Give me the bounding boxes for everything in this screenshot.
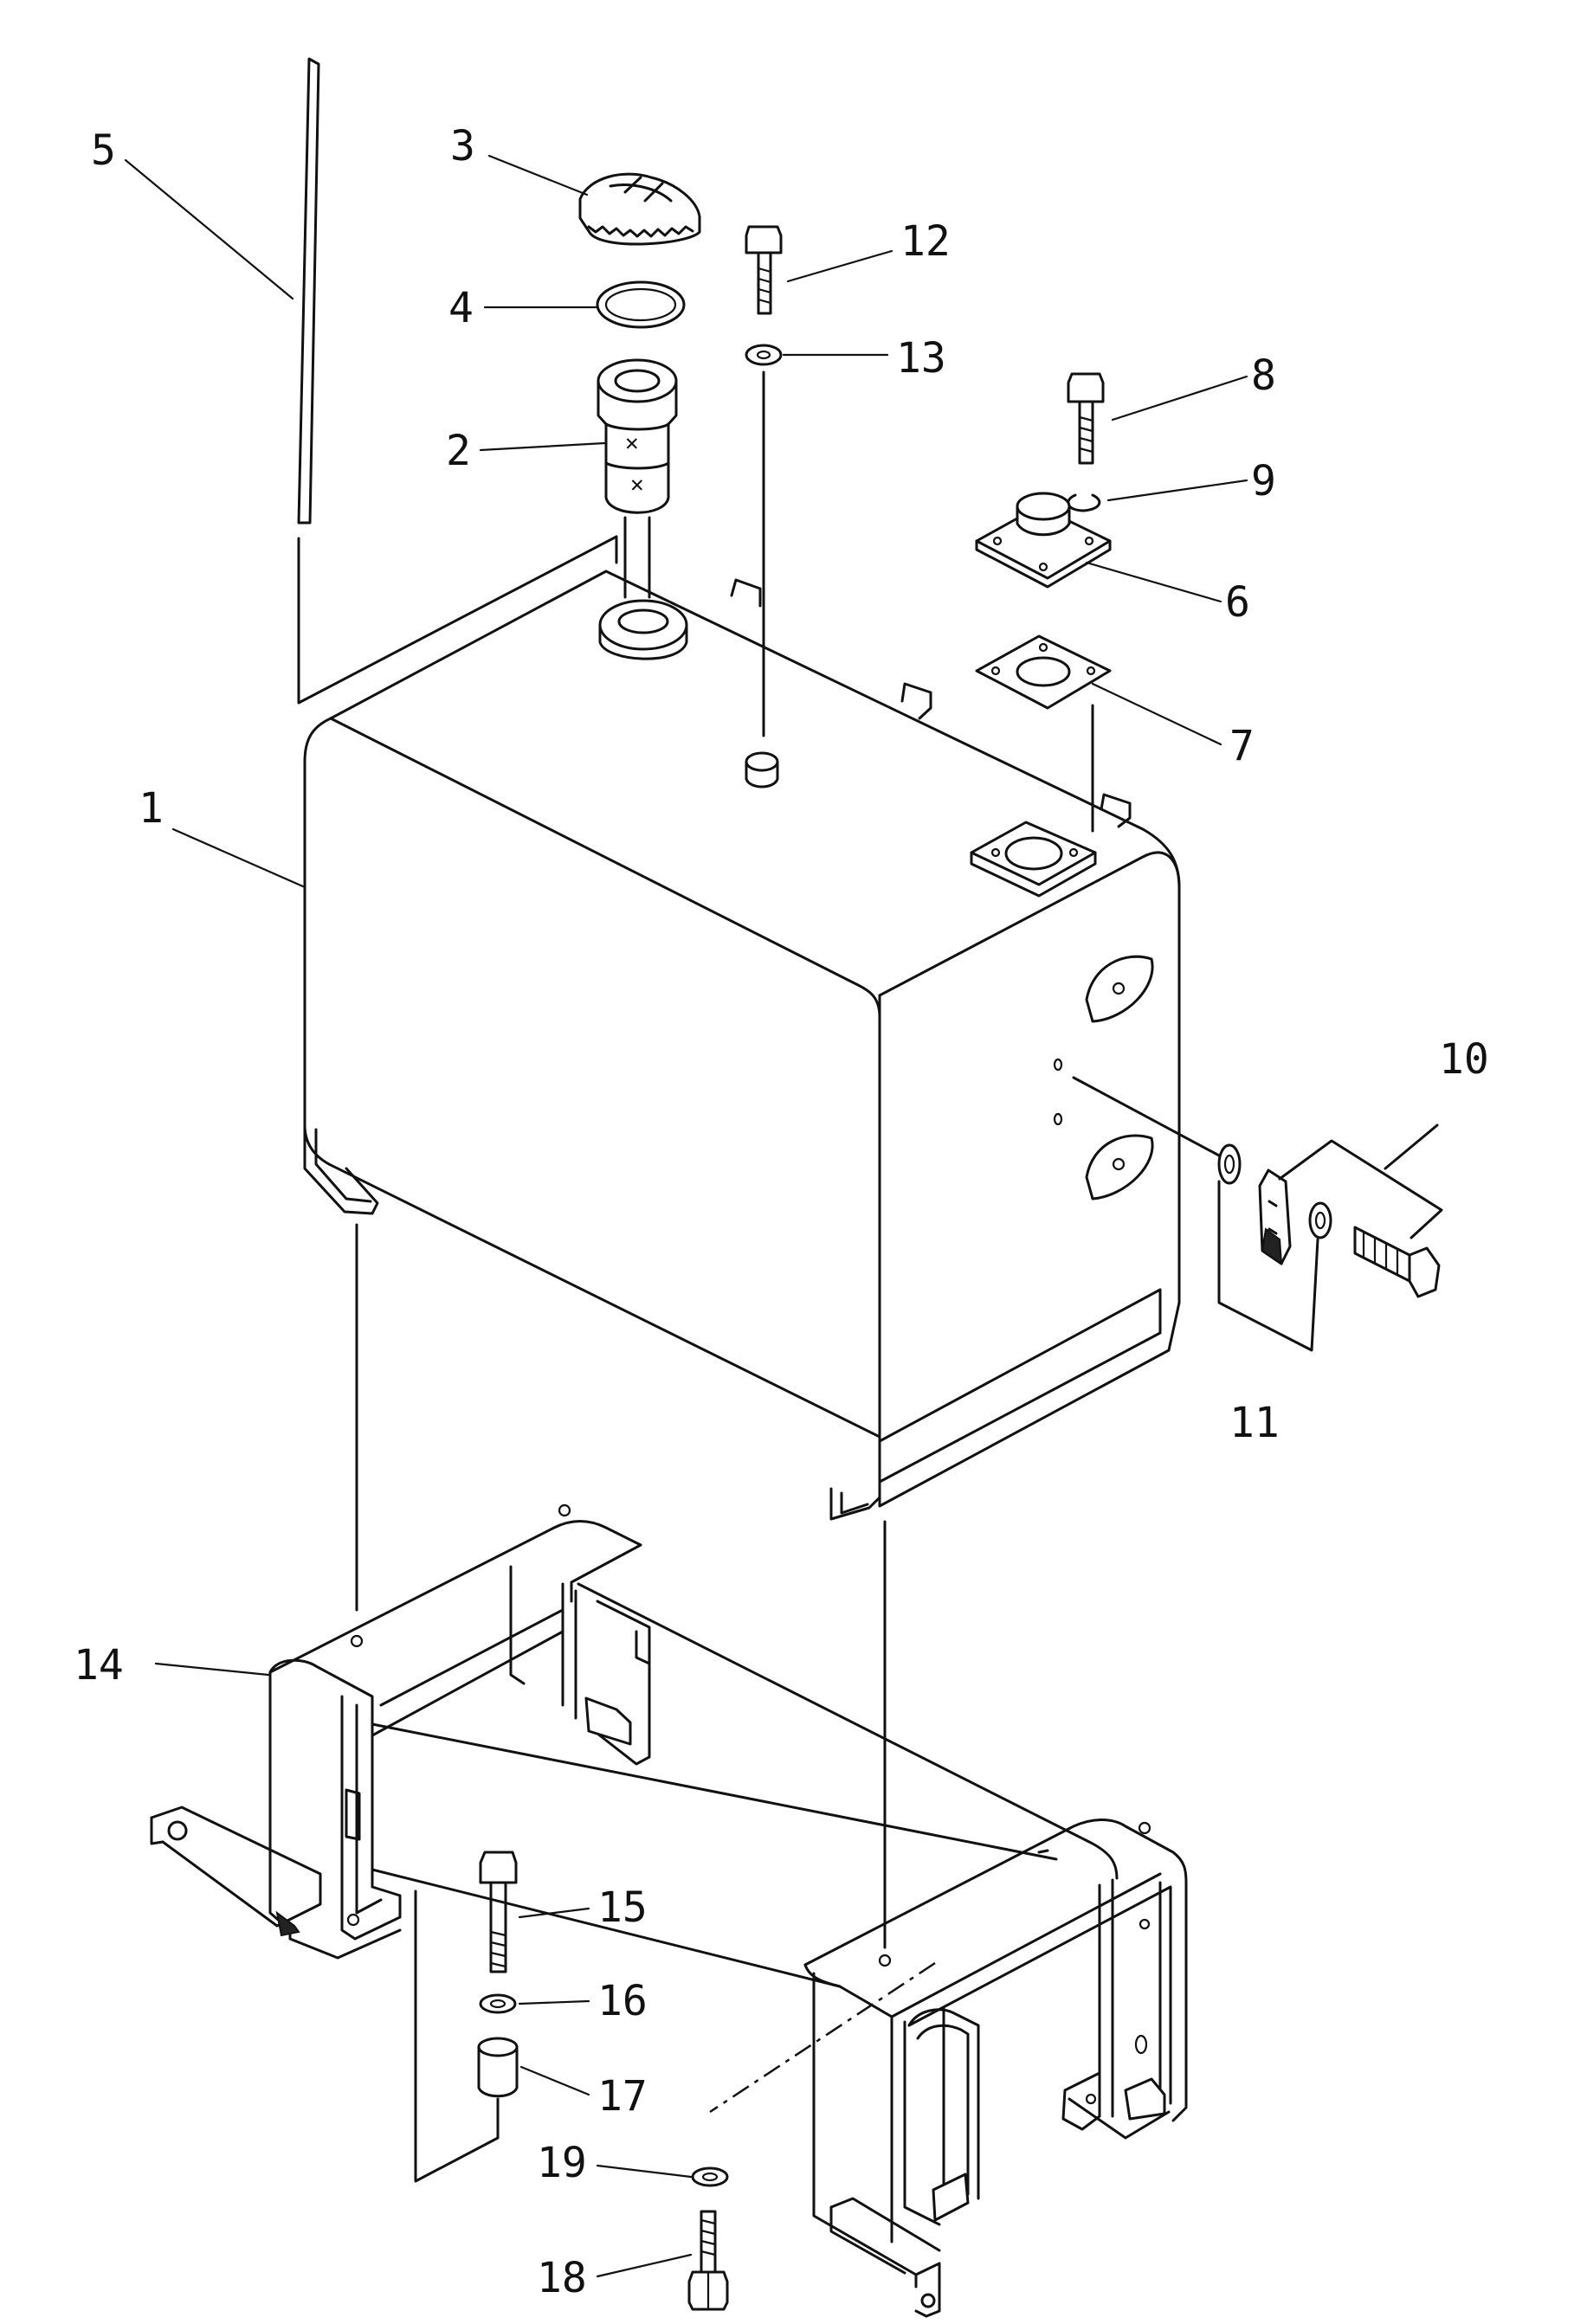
callout-16: 16 <box>597 1977 648 2025</box>
callout-14: 14 <box>74 1641 124 1690</box>
svg-text:✕: ✕ <box>630 472 644 498</box>
part-14-frame <box>150 1503 1188 2318</box>
part-11-bracket-line <box>1217 1180 1319 1352</box>
callout-13: 13 <box>896 334 946 383</box>
part-6-cover <box>975 492 1112 589</box>
part-19-washer <box>691 2166 729 2187</box>
leader-lines <box>124 154 1248 2278</box>
part-12-bolt <box>745 225 783 315</box>
part-10-bracket-line <box>1278 1139 1443 1239</box>
callouts: 5 3 4 2 1 12 13 8 9 6 7 10 11 14 15 16 1… <box>74 122 1489 2302</box>
part-10-clamp-assembly <box>1072 1076 1441 1298</box>
callout-4: 4 <box>448 284 474 332</box>
callout-15: 15 <box>597 1883 648 1932</box>
part-15-bolt <box>479 1851 518 1973</box>
callout-5: 5 <box>91 126 116 175</box>
part-10-leader <box>1384 1123 1439 1170</box>
part-8-bolt <box>1067 372 1105 465</box>
callout-8: 8 <box>1251 351 1276 400</box>
callout-17: 17 <box>597 2072 648 2121</box>
svg-text:✕: ✕ <box>625 430 639 456</box>
callout-6: 6 <box>1225 578 1250 627</box>
part-4-o-ring <box>596 280 686 329</box>
part-17-spacer <box>477 2037 519 2098</box>
callout-3: 3 <box>450 122 475 171</box>
callout-9: 9 <box>1251 457 1276 505</box>
callout-1: 1 <box>139 784 164 833</box>
callout-2: 2 <box>446 427 471 475</box>
callout-18: 18 <box>537 2254 587 2302</box>
callout-11: 11 <box>1229 1399 1280 1447</box>
callout-10: 10 <box>1439 1035 1489 1084</box>
part-16-washer <box>479 1993 517 2014</box>
callout-19: 19 <box>537 2139 587 2187</box>
part-5-gauge-rod <box>297 57 618 705</box>
bracket-15-17 <box>414 1889 500 2183</box>
callout-7: 7 <box>1229 722 1255 770</box>
part-3-cap <box>578 172 701 246</box>
part-2-filler-neck: ✕ ✕ <box>597 358 678 599</box>
part-18-bolt <box>687 2210 729 2311</box>
part-7-gasket <box>975 634 1112 833</box>
part-13-washer <box>745 344 783 737</box>
callout-12: 12 <box>900 217 951 266</box>
part-9-spring-washer <box>1067 493 1101 512</box>
part-1-tank <box>303 570 1181 1521</box>
centerline-19 <box>709 1961 936 2114</box>
